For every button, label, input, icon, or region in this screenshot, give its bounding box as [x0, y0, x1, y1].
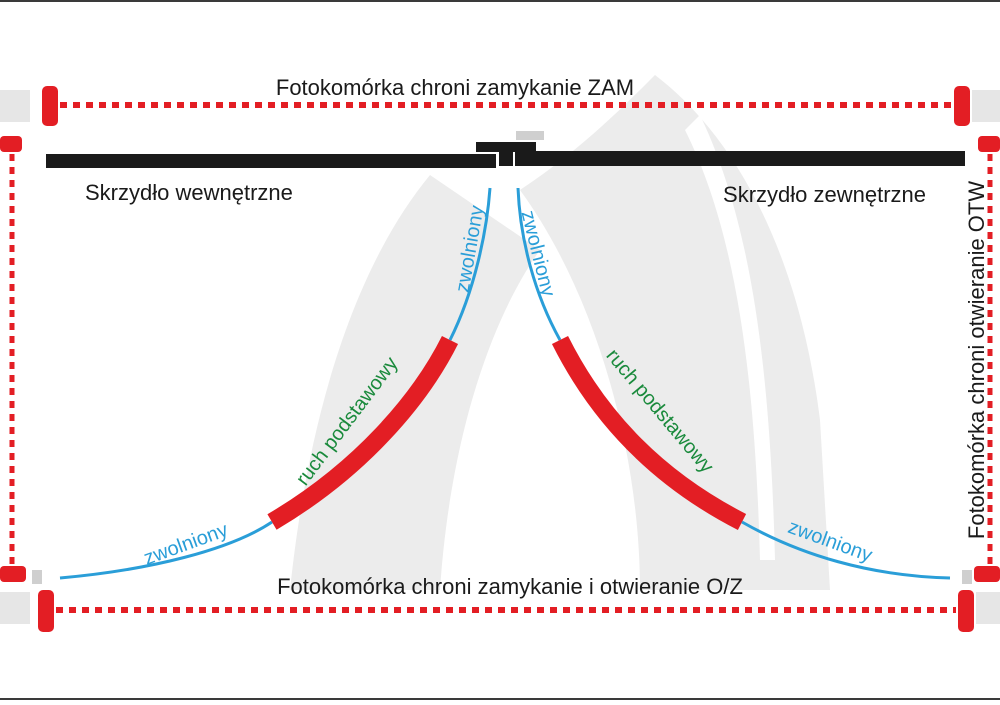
photocell-right-vertical	[962, 136, 1000, 584]
leaf-inner-label: Skrzydło wewnętrzne	[85, 180, 293, 205]
photocell-right-bottom-mount	[962, 570, 972, 584]
leaf-overlap-stop	[476, 142, 536, 152]
photocell-left-vertical	[0, 136, 42, 584]
photocell-bottom	[0, 590, 1000, 632]
arc-inner-slow-upper	[448, 187, 492, 341]
photocell-top-left-sensor	[42, 86, 58, 126]
photocell-top-right-sensor	[954, 86, 970, 126]
photocell-left-bottom-sensor	[0, 566, 26, 582]
gate-leaves	[46, 131, 965, 168]
photocell-right-label: Fotokomórka chroni otwieranie OTW	[964, 181, 989, 539]
watermark-road-right	[520, 75, 830, 590]
arc-outer-slow-lower	[741, 520, 951, 580]
photocell-bottom-left-mount	[0, 592, 30, 624]
photocell-left-bottom-mount	[32, 570, 42, 584]
arc-outer-basic	[551, 335, 747, 531]
arc-inner-slow-lower	[59, 520, 273, 580]
photocell-top	[0, 86, 1000, 126]
swing-arc-inner	[59, 187, 492, 580]
photocell-bottom-right-sensor	[958, 590, 974, 632]
leaf-overlap-joint	[499, 152, 513, 166]
photocell-top-left-mount	[0, 90, 30, 122]
photocell-left-top-sensor	[0, 136, 22, 152]
watermark-lane-stripe	[685, 115, 775, 560]
photocell-top-label: Fotokomórka chroni zamykanie ZAM	[276, 75, 634, 100]
leaf-outer-label: Skrzydło zewnętrzne	[723, 182, 926, 207]
gate-stop-plate	[516, 131, 544, 140]
photocell-right-bottom-sensor	[974, 566, 1000, 582]
arc-outer-slow-upper	[516, 187, 562, 341]
photocell-bottom-label: Fotokomórka chroni zamykanie i otwierani…	[277, 574, 743, 599]
photocell-right-top-sensor	[978, 136, 1000, 152]
slow-left-lower-label: zwolniony	[141, 519, 231, 570]
arc-inner-basic	[267, 335, 459, 530]
photocell-top-right-mount	[972, 90, 1000, 122]
photocell-bottom-right-mount	[976, 592, 1000, 624]
photocell-bottom-left-sensor	[38, 590, 54, 632]
swing-arc-outer	[516, 187, 951, 580]
leaf-inner-bar	[46, 154, 496, 168]
leaf-outer-bar	[515, 151, 965, 166]
